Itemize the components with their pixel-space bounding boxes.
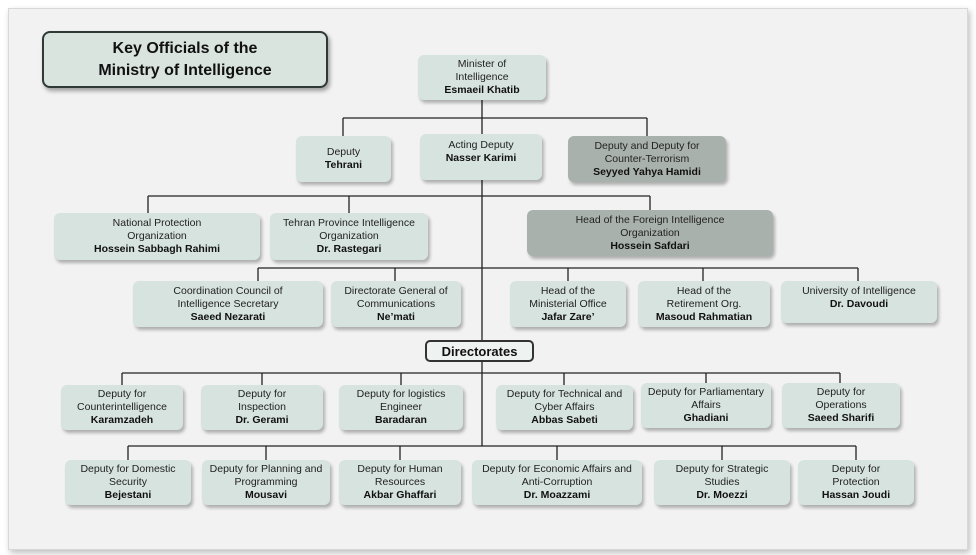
university-role: University of Intelligence <box>802 285 916 297</box>
technical-cyber-role: Deputy for Technical and Cyber Affairs <box>506 388 623 413</box>
deputy-box: Deputy Tehrani <box>296 136 391 182</box>
economic-affairs-role: Deputy for Economic Affairs and Anti-Cor… <box>482 463 632 488</box>
ministerial-office-role: Head of the Ministerial Office <box>529 284 607 310</box>
foreign-intelligence-role: Head of the Foreign Intelligence Organiz… <box>575 213 725 239</box>
strategic-studies-name: Dr. Moezzi <box>696 489 748 501</box>
retirement-org-box: Head of the Retirement Org. Masoud Rahma… <box>638 281 770 327</box>
counterintelligence-name: Karamzadeh <box>90 414 154 426</box>
counter-terrorism-deputy-name: Seyyed Yahya Hamidi <box>593 165 701 178</box>
communications-box: Directorate General of Communications Ne… <box>331 281 461 327</box>
planning-role: Deputy for Planning and Programming <box>209 463 323 488</box>
domestic-security-name: Bejestani <box>104 489 152 501</box>
retirement-org-name: Masoud Rahmatian <box>655 310 753 323</box>
counterintelligence-box: Deputy for Counterintelligence Karamzade… <box>61 385 183 430</box>
communications-role: Directorate General of Communications <box>344 284 448 310</box>
directorates-label: Directorates <box>425 340 534 362</box>
parliamentary-role: Deputy for Parliamentary Affairs <box>647 386 765 411</box>
domestic-security-box: Deputy for Domestic Security Bejestani <box>65 460 191 505</box>
retirement-org-role: Head of the Retirement Org. <box>666 284 742 310</box>
ministerial-office-name: Jafar Zare’ <box>541 310 595 323</box>
coordination-council-role: Coordination Council of Intelligence Sec… <box>173 284 283 310</box>
acting-deputy-name: Nasser Karimi <box>445 152 517 164</box>
logistics-box: Deputy for logistics Engineer Baradaran <box>339 385 463 430</box>
national-protection-name: Hossein Sabbagh Rahimi <box>93 243 221 255</box>
planning-box: Deputy for Planning and Programming Mous… <box>202 460 330 505</box>
foreign-intelligence-box: Head of the Foreign Intelligence Organiz… <box>527 210 773 256</box>
deputy-role: Deputy <box>326 146 361 158</box>
protection-name: Hassan Joudi <box>821 489 891 501</box>
operations-name: Saeed Sharifi <box>807 412 875 424</box>
coordination-council-box: Coordination Council of Intelligence Sec… <box>133 281 323 327</box>
human-resources-box: Deputy for Human Resources Akbar Ghaffar… <box>339 460 461 505</box>
national-protection-role: National Protection Organization <box>112 217 202 242</box>
parliamentary-name: Ghadiani <box>683 412 729 424</box>
parliamentary-box: Deputy for Parliamentary Affairs Ghadian… <box>641 383 771 428</box>
acting-deputy-box: Acting Deputy Nasser Karimi <box>420 134 542 180</box>
chart-title-line1: Key Officials of the <box>112 39 258 57</box>
acting-deputy-role: Acting Deputy <box>448 139 514 151</box>
minister-box: Minister of Intelligence Esmaeil Khatib <box>418 55 546 100</box>
chart-title: Key Officials of the Ministry of Intelli… <box>42 31 328 88</box>
inspection-box: Deputy for Inspection Dr. Gerami <box>201 385 323 430</box>
university-name: Dr. Davoudi <box>829 298 889 310</box>
protection-box: Deputy for Protection Hassan Joudi <box>798 460 914 505</box>
human-resources-role: Deputy for Human Resources <box>357 463 443 488</box>
chart-title-line2: Ministry of Intelligence <box>98 61 272 79</box>
coordination-council-name: Saeed Nezarati <box>190 310 266 323</box>
logistics-role: Deputy for logistics Engineer <box>356 388 446 413</box>
operations-box: Deputy for Operations Saeed Sharifi <box>782 383 900 428</box>
planning-name: Mousavi <box>244 489 287 501</box>
deputy-name: Tehrani <box>324 159 363 171</box>
technical-cyber-name: Abbas Sabeti <box>531 414 598 426</box>
counter-terrorism-deputy-role: Deputy and Deputy for Counter-Terrorism <box>594 139 700 165</box>
counter-terrorism-deputy-box: Deputy and Deputy for Counter-Terrorism … <box>568 136 726 182</box>
strategic-studies-box: Deputy for Strategic Studies Dr. Moezzi <box>654 460 790 505</box>
tehran-intelligence-role: Tehran Province Intelligence Organizatio… <box>283 217 415 242</box>
inspection-name: Dr. Gerami <box>235 414 289 426</box>
counterintelligence-role: Deputy for Counterintelligence <box>77 388 167 413</box>
foreign-intelligence-name: Hossein Safdari <box>610 239 690 252</box>
university-box: University of Intelligence Dr. Davoudi <box>781 281 937 323</box>
human-resources-name: Akbar Ghaffari <box>363 489 437 501</box>
tehran-intelligence-name: Dr. Rastegari <box>316 243 382 255</box>
minister-name: Esmaeil Khatib <box>444 84 520 96</box>
tehran-intelligence-box: Tehran Province Intelligence Organizatio… <box>270 213 428 260</box>
minister-role: Minister of Intelligence <box>455 58 509 83</box>
ministerial-office-box: Head of the Ministerial Office Jafar Zar… <box>510 281 626 327</box>
national-protection-box: National Protection Organization Hossein… <box>54 213 260 260</box>
communications-name: Ne’mati <box>377 310 415 323</box>
operations-role: Deputy for Operations <box>815 386 867 411</box>
economic-affairs-box: Deputy for Economic Affairs and Anti-Cor… <box>472 460 642 505</box>
strategic-studies-role: Deputy for Strategic Studies <box>675 463 769 488</box>
economic-affairs-name: Dr. Moazzami <box>523 489 591 501</box>
technical-cyber-box: Deputy for Technical and Cyber Affairs A… <box>496 385 633 430</box>
inspection-role: Deputy for Inspection <box>237 388 287 413</box>
logistics-name: Baradaran <box>375 414 427 426</box>
protection-role: Deputy for Protection <box>831 463 881 488</box>
domestic-security-role: Deputy for Domestic Security <box>80 463 176 488</box>
